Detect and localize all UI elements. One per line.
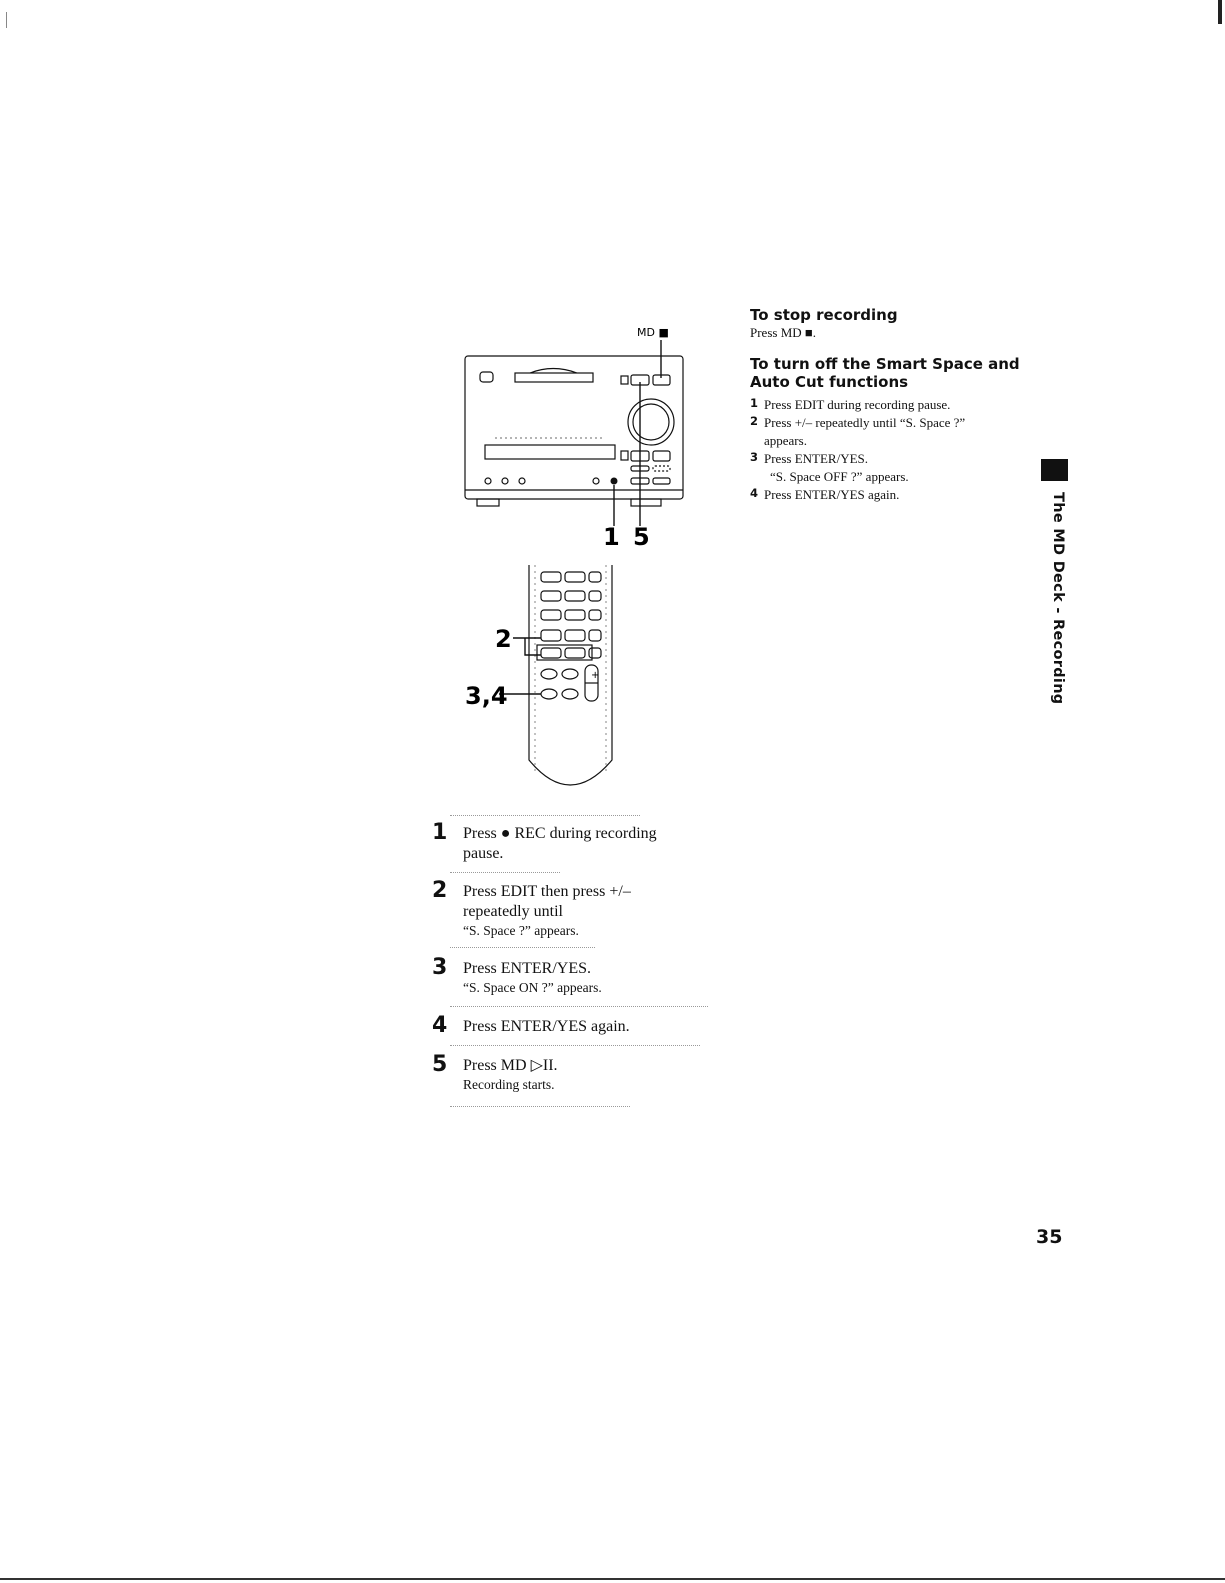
page-number: 35 xyxy=(1036,1226,1063,1248)
callout-5: 5 xyxy=(633,523,650,551)
step-text-line2: repeatedly until xyxy=(463,903,563,920)
item-number: 2 xyxy=(750,414,759,428)
remote-body xyxy=(528,565,613,786)
remote-edit-button xyxy=(540,629,562,642)
divider xyxy=(450,815,640,816)
item-text-line2: appears. xyxy=(764,433,807,448)
deck-foot-right xyxy=(630,498,662,507)
remote-plus-minus-highlight xyxy=(536,644,593,661)
item-text-line2: “S. Space OFF ?” appears. xyxy=(770,469,909,484)
divider xyxy=(450,1106,630,1107)
deck-and-remote-illustration: MD ■ 1 5 + 2 3,4 xyxy=(464,326,684,786)
section-side-label: The MD Deck - Recording xyxy=(1050,492,1066,705)
divider xyxy=(450,1045,700,1046)
md-deck-body xyxy=(464,355,684,500)
step-text: Press ENTER/YES. xyxy=(463,960,591,977)
divider xyxy=(450,947,595,948)
divider xyxy=(450,872,560,873)
scan-mark-top-left xyxy=(6,12,7,28)
smart-space-off-section: To turn off the Smart Space and Auto Cut… xyxy=(750,355,1030,502)
step-subtext: “S. Space ON ?” appears. xyxy=(463,980,602,995)
step-number: 3 xyxy=(432,955,448,980)
list-item: 2 Press +/– repeatedly until “S. Space ?… xyxy=(750,414,1030,450)
plus-glyph: + xyxy=(591,670,599,681)
stop-recording-section: To stop recording Press MD ■. xyxy=(750,306,1030,342)
remote-enter-yes-button xyxy=(540,688,558,700)
step-text: Press MD ▷II. xyxy=(463,1057,558,1074)
jog-dial xyxy=(627,398,675,446)
deck-foot-left xyxy=(476,498,500,507)
step-number: 4 xyxy=(432,1013,448,1038)
stop-recording-text: Press MD ■. xyxy=(750,325,816,340)
step-text: Press ENTER/YES again. xyxy=(463,1018,630,1035)
step-subtext: Recording starts. xyxy=(463,1077,555,1092)
rec-button xyxy=(610,477,618,485)
list-item: 3 Press ENTER/YES. “S. Space OFF ?” appe… xyxy=(750,450,1030,486)
step-subtext: “S. Space ?” appears. xyxy=(463,923,579,938)
list-item: 4 Press ENTER/YES again. xyxy=(750,486,1030,504)
step-number: 2 xyxy=(432,878,448,903)
item-text: Press EDIT during recording pause. xyxy=(764,397,951,412)
item-number: 4 xyxy=(750,486,759,500)
step-text: Press ● REC during recording xyxy=(463,825,657,842)
step-text: Press EDIT then press +/– xyxy=(463,883,631,900)
callout-1: 1 xyxy=(603,523,620,551)
scan-mark-top-right xyxy=(1218,0,1222,24)
remote-minus-button xyxy=(540,647,562,659)
callout-2: 2 xyxy=(495,625,512,653)
step-text-line2: pause. xyxy=(463,845,504,862)
step-number: 1 xyxy=(432,820,448,845)
scan-mark-bottom-line xyxy=(0,1578,1225,1580)
section-tab-marker xyxy=(1041,459,1068,481)
item-text: Press ENTER/YES again. xyxy=(764,487,900,502)
step-number: 5 xyxy=(432,1052,448,1077)
item-text: Press +/– repeatedly until “S. Space ?” xyxy=(764,415,966,430)
callout-3-4: 3,4 xyxy=(465,682,508,710)
smart-space-off-heading: To turn off the Smart Space and xyxy=(750,355,1020,373)
stop-recording-heading: To stop recording xyxy=(750,306,898,324)
divider xyxy=(450,1006,708,1007)
item-number: 1 xyxy=(750,396,759,410)
md-stop-label: MD ■ xyxy=(637,326,669,339)
remote-plus-button xyxy=(564,647,586,659)
item-number: 3 xyxy=(750,450,759,464)
list-item: 1 Press EDIT during recording pause. xyxy=(750,396,1030,414)
smart-space-off-heading-line2: Auto Cut functions xyxy=(750,373,909,391)
item-text: Press ENTER/YES. xyxy=(764,451,868,466)
